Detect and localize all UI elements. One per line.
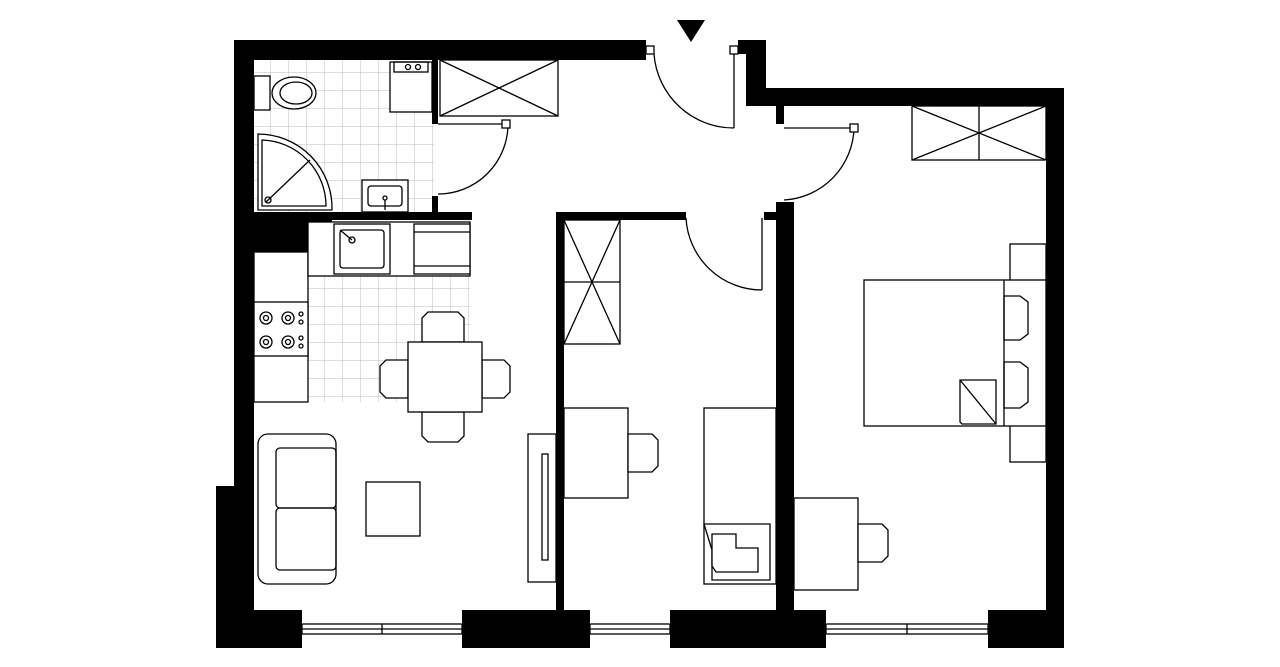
windows xyxy=(301,623,989,635)
window-bedroom-right xyxy=(825,623,989,635)
bed-right xyxy=(863,279,1047,427)
wardrobe-right xyxy=(911,105,1047,161)
coffee-table xyxy=(365,481,421,537)
entrance-arrow-icon xyxy=(677,20,705,42)
bedroom-middle-door[interactable] xyxy=(685,217,763,291)
outer-walls xyxy=(216,40,1064,648)
nightstand-top xyxy=(1009,243,1047,283)
sofa xyxy=(257,433,337,585)
desk-middle xyxy=(563,407,659,499)
bed-middle xyxy=(703,407,777,585)
window-bedroom-middle xyxy=(589,623,671,635)
washing-machine xyxy=(389,61,433,113)
fridge xyxy=(413,223,471,275)
bathroom-sink xyxy=(361,179,409,213)
desk-right xyxy=(793,497,889,591)
kitchen-sink xyxy=(333,223,391,275)
window-living xyxy=(301,623,463,635)
toilet xyxy=(253,75,317,111)
bedroom-right-door[interactable] xyxy=(783,123,859,201)
dining-table xyxy=(379,311,511,443)
shower xyxy=(257,133,333,211)
tv-unit xyxy=(527,433,557,583)
storage-cabinet-hall xyxy=(439,59,559,117)
bathroom-door[interactable] xyxy=(437,119,511,195)
stove xyxy=(253,301,309,357)
entrance-door[interactable] xyxy=(645,45,739,129)
nightstand-bottom xyxy=(1009,423,1047,463)
wardrobe-middle xyxy=(563,219,621,345)
inner-walls xyxy=(254,60,794,614)
